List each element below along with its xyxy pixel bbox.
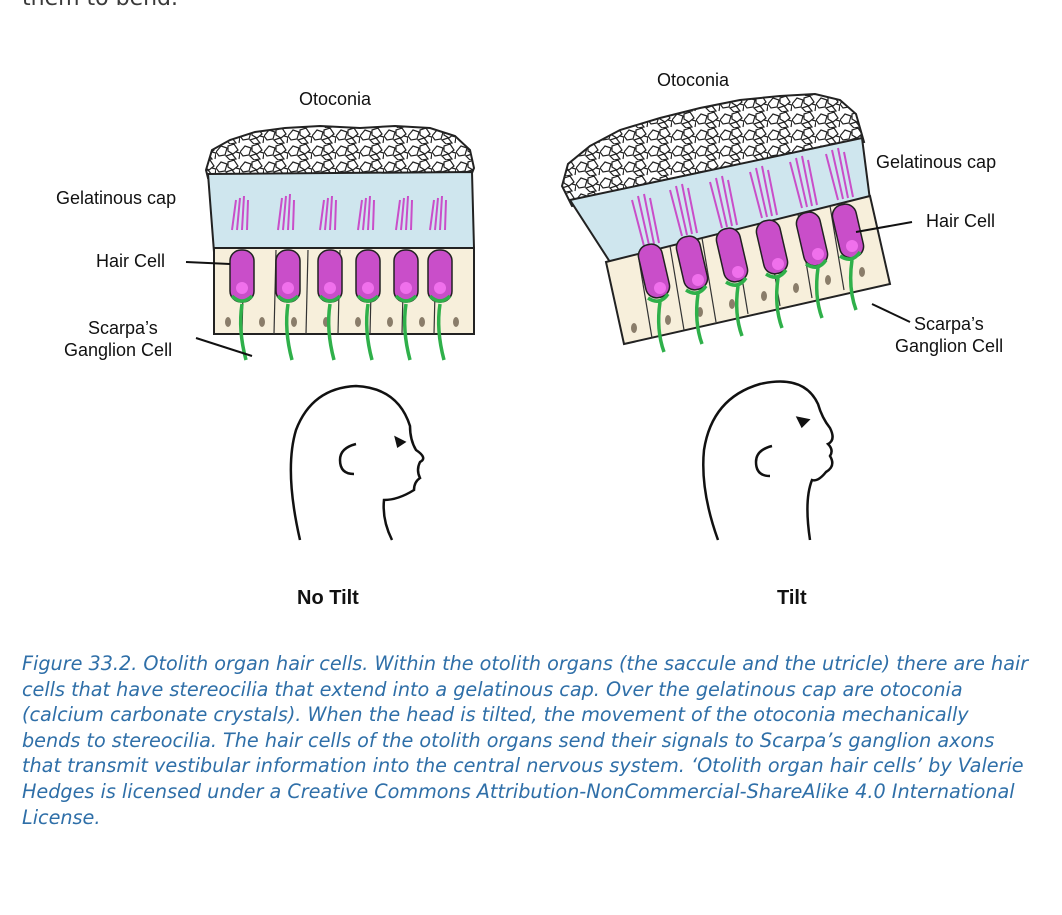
right-hair-cell-1 xyxy=(631,193,671,353)
left-cap-label: Gelatinous cap xyxy=(56,188,177,208)
left-otoconia-label: Otoconia xyxy=(299,89,372,109)
right-ganglion-pointer xyxy=(871,303,911,323)
left-organ xyxy=(185,124,476,541)
left-hair-cell-1 xyxy=(229,195,255,361)
right-ganglion-label-line2: Ganglion Cell xyxy=(895,336,1004,356)
right-hair-cells xyxy=(631,147,865,353)
right-hair-cell-4 xyxy=(749,165,789,329)
right-head-profile xyxy=(702,380,834,541)
right-hair-cell-label: Hair Cell xyxy=(926,211,996,231)
otolith-illustration xyxy=(185,92,913,541)
left-ganglion-pointer xyxy=(195,337,253,357)
left-hair-cell-3 xyxy=(317,195,343,361)
right-cap-label: Gelatinous cap xyxy=(876,152,997,172)
left-ganglion-label-line1: Scarpa’s xyxy=(88,318,158,338)
left-hair-cell-5 xyxy=(393,195,419,361)
left-ganglion-label-line2: Ganglion Cell xyxy=(64,340,173,360)
left-hair-cells xyxy=(229,193,453,361)
right-support-nuclei xyxy=(631,267,865,333)
left-hair-cell-pointer xyxy=(185,261,231,265)
right-hair-cell-3 xyxy=(709,175,749,337)
left-hair-cell-4 xyxy=(355,195,381,361)
right-hair-cell-pointer xyxy=(855,221,913,233)
right-ganglion-label-line1: Scarpa’s xyxy=(914,314,984,334)
left-condition-label: No Tilt xyxy=(297,587,359,609)
left-otoconia-layer xyxy=(204,124,476,179)
right-hair-cell-2 xyxy=(669,183,709,345)
right-condition-label: Tilt xyxy=(777,587,807,609)
right-organ xyxy=(560,92,913,541)
figure-caption: Figure 33.2. Otolith organ hair cells. W… xyxy=(22,652,1029,829)
left-hair-cell-2 xyxy=(275,193,301,361)
right-hair-cell-6 xyxy=(825,147,865,311)
left-hair-cell-label: Hair Cell xyxy=(96,251,166,271)
left-hair-cell-6 xyxy=(427,195,453,361)
right-otoconia-label: Otoconia xyxy=(657,70,730,90)
left-head-profile xyxy=(289,384,425,541)
otolith-figure: Otoconia Gelatinous cap Hair Cell Scarpa… xyxy=(56,70,1004,609)
right-hair-cell-5 xyxy=(789,155,829,319)
